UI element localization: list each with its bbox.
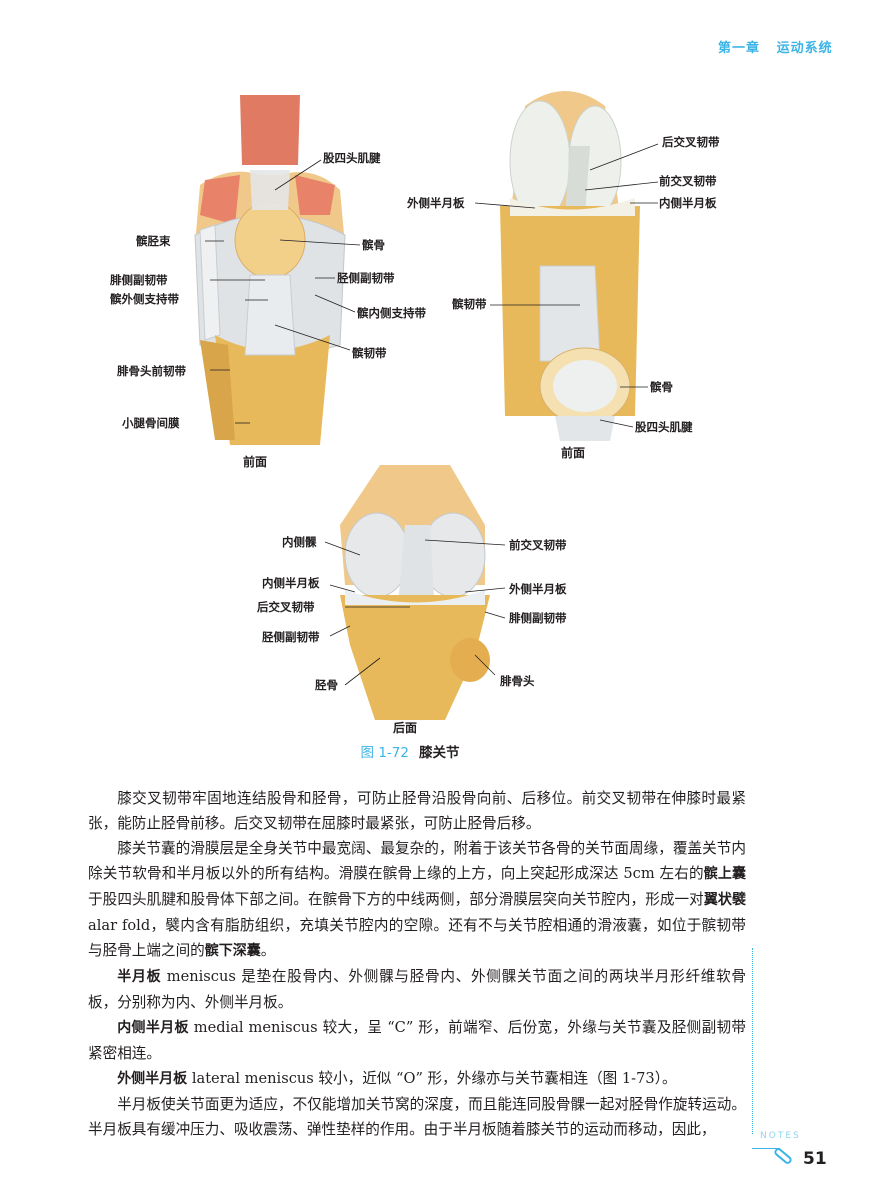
- knee-flexed-illustration: [500, 91, 640, 441]
- label-tibial-collateral-ligament: 胫侧副韧带: [337, 271, 395, 285]
- label-medial-condyle: 内侧髁: [282, 535, 317, 549]
- label-quadriceps-tendon: 股四头肌腱: [323, 151, 381, 165]
- view-label-anterior-2: 前面: [561, 446, 586, 460]
- section-label: 运动系统: [776, 41, 833, 56]
- label-fibular-collateral-ligament: 腓侧副韧带: [509, 611, 567, 625]
- label-posterior-cruciate-ligament: 后交叉韧带: [257, 600, 315, 614]
- running-header: 第一章 运动系统: [718, 37, 833, 56]
- label-anterior-cruciate-ligament: 前交叉韧带: [509, 538, 567, 552]
- term-meniscus: 半月板: [117, 969, 162, 985]
- figure-number: 图 1-72: [360, 745, 409, 761]
- view-label-anterior-1: 前面: [243, 455, 268, 469]
- figure-title: 膝关节: [418, 745, 460, 761]
- term-lateral-meniscus: 外侧半月板: [117, 1071, 188, 1087]
- label-lateral-meniscus: 外侧半月板: [509, 582, 567, 596]
- label-tibia: 胫骨: [315, 678, 338, 692]
- label-patellar-ligament: 髌韧带: [452, 297, 487, 311]
- pencil-icon: [774, 1148, 792, 1164]
- label-patella: 髌骨: [650, 380, 673, 394]
- page-number: 51: [803, 1149, 827, 1169]
- term-suprapatellar-bursa: 髌上囊: [703, 866, 746, 882]
- knee-posterior-illustration: [340, 465, 490, 720]
- paragraph: 膝交叉韧带牢固地连结股骨和胫骨，可防止胫骨沿股骨向前、后移位。前交叉韧带在伸膝时…: [88, 790, 746, 832]
- leader-lines-c: [324, 539, 506, 686]
- label-medial-meniscus: 内侧半月板: [262, 576, 320, 590]
- label-interosseous-membrane: 小腿骨间膜: [122, 416, 180, 430]
- label-tibial-collateral-ligament: 胫侧副韧带: [262, 630, 320, 644]
- term-alar-fold: 翼状襞: [703, 892, 746, 908]
- notes-rule: [752, 1148, 780, 1149]
- term-medial-meniscus: 内侧半月板: [117, 1020, 189, 1036]
- label-quadriceps-tendon: 股四头肌腱: [635, 420, 693, 434]
- term-deep-infrapatellar-bursa: 髌下深囊: [204, 943, 261, 959]
- label-lateral-patellar-retinaculum: 髌外侧支持带: [110, 292, 179, 306]
- label-medial-meniscus: 内侧半月板: [659, 196, 717, 210]
- label-anterior-fibular-head-ligament: 腓骨头前韧带: [117, 364, 186, 378]
- leader-lines-b: [474, 143, 659, 428]
- label-posterior-cruciate-ligament: 后交叉韧带: [662, 135, 720, 149]
- label-anterior-cruciate-ligament: 前交叉韧带: [659, 174, 717, 188]
- label-fibular-collateral-ligament: 腓侧副韧带: [110, 273, 168, 287]
- label-lateral-meniscus: 外侧半月板: [407, 196, 465, 210]
- chapter-label: 第一章: [718, 41, 761, 56]
- paragraph: 内侧半月板 medial meniscus 较大，呈 “C” 形，前端窄、后份宽…: [88, 1019, 746, 1062]
- label-fibular-head: 腓骨头: [500, 674, 535, 688]
- label-patellar-ligament: 髌韧带: [352, 346, 387, 360]
- view-label-posterior: 后面: [393, 721, 418, 735]
- paragraph: 半月板使关节面更为适应，不仅能增加关节窝的深度，而且能连同股骨髁一起对胫骨作旋转…: [88, 1096, 746, 1138]
- body-text: 膝交叉韧带牢固地连结股骨和胫骨，可防止胫骨沿股骨向前、后移位。前交叉韧带在伸膝时…: [88, 786, 746, 1142]
- figure-caption: 图 1-72 膝关节: [0, 741, 820, 761]
- label-medial-patellar-retinaculum: 髌内侧支持带: [357, 306, 426, 320]
- knee-anterior-illustration: [194, 95, 346, 445]
- leader-lines-a: [205, 159, 361, 424]
- paragraph: 膝关节囊的滑膜层是全身关节中最宽阔、最复杂的，附着于该关节各骨的关节面周缘，覆盖…: [88, 840, 746, 959]
- label-patella: 髌骨: [362, 238, 385, 252]
- paragraph: 外侧半月板 lateral meniscus 较小，近似 “O” 形，外缘亦与关…: [117, 1070, 677, 1087]
- notes-divider: [752, 948, 753, 1134]
- notes-label: NOTES: [760, 1131, 801, 1141]
- paragraph: 半月板 meniscus 是垫在股骨内、外侧髁与胫骨内、外侧髁关节面之间的两块半…: [88, 968, 747, 1011]
- label-iliotibial-tract: 髌胫束: [136, 234, 171, 248]
